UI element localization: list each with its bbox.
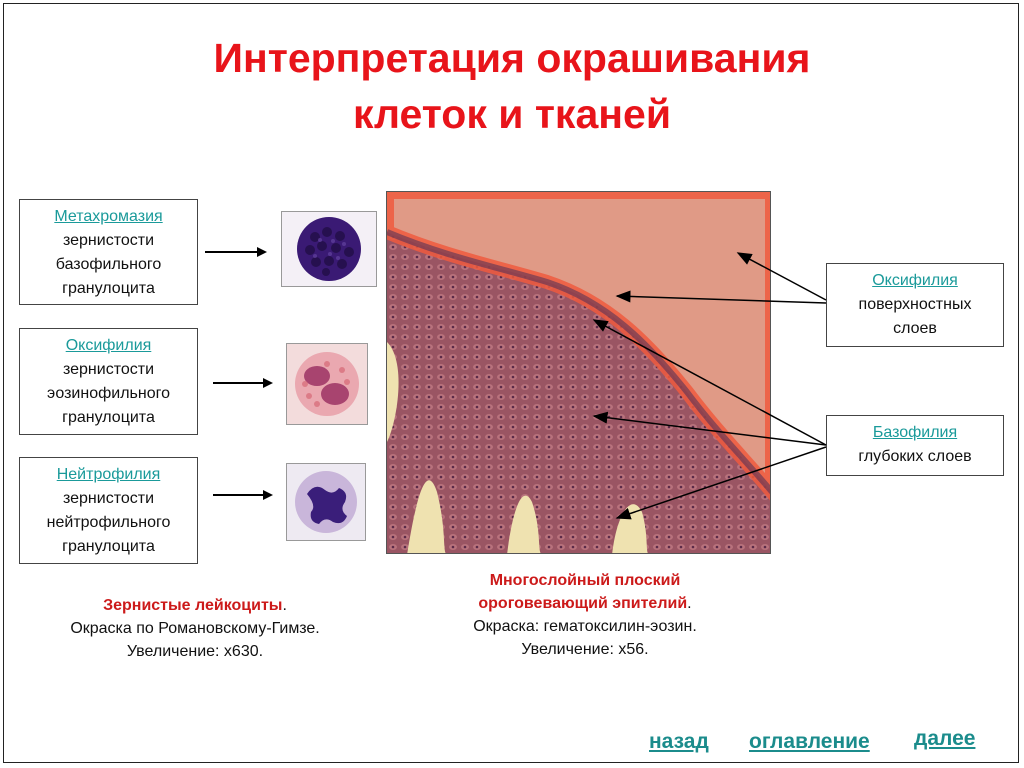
label-text: слоев [893, 320, 937, 337]
caption-stain: Окраска: гематоксилин-эозин. [473, 618, 697, 635]
metachromasia-link[interactable]: Метахромазия [54, 208, 163, 225]
label-text: глубоких слоев [858, 448, 972, 465]
label-text: нейтрофильного [46, 514, 171, 531]
label-text: гранулоцита [62, 409, 155, 426]
label-neutrophil: Нейтрофилия зернистости нейтрофильного г… [19, 457, 198, 564]
slide-frame [3, 3, 1019, 763]
caption-stain: Окраска по Романовскому-Гимзе. [70, 620, 320, 637]
label-text: поверхностных [858, 296, 972, 313]
neutrophilia-link[interactable]: Нейтрофилия [56, 466, 161, 483]
oxyphilia-link[interactable]: Оксифилия [65, 337, 152, 354]
caption-epithelium: Многослойный плоский ороговевающий эпите… [400, 569, 770, 661]
basophil-image [281, 211, 377, 287]
caption-heading: Зернистые лейкоциты [103, 597, 283, 614]
caption-heading: Многослойный плоский [489, 572, 681, 589]
nav-back-link[interactable]: назад [649, 730, 709, 753]
label-surface-layers: Оксифилия поверхностных слоев [826, 263, 1004, 347]
oxyphilia-surface-link[interactable]: Оксифилия [872, 272, 958, 289]
label-deep-layers: Базофилия глубоких слоев [826, 415, 1004, 476]
label-text: базофильного [55, 256, 162, 273]
arrow-icon [205, 247, 267, 257]
caption-leukocytes: Зернистые лейкоциты. Окраска по Романовс… [20, 594, 370, 663]
label-text: зернистости [62, 361, 155, 378]
caption-zoom: Увеличение: х56. [521, 641, 649, 658]
nav-contents-link[interactable]: оглавление [749, 730, 870, 753]
eosinophil-image [286, 343, 368, 425]
label-eosinophil: Оксифилия зернистости эозинофильного гра… [19, 328, 198, 435]
label-basophil: Метахромазия зернистости базофильного гр… [19, 199, 198, 305]
arrow-icon [213, 378, 273, 388]
neutrophil-image [286, 463, 366, 541]
title-line-2: клеток и тканей [352, 91, 672, 137]
basophilia-link[interactable]: Базофилия [872, 424, 958, 441]
title-line-1: Интерпретация окрашивания [213, 35, 811, 81]
label-text: гранулоцита [62, 538, 155, 555]
arrow-icon [213, 490, 273, 500]
nav-next-link[interactable]: далее [914, 727, 976, 750]
caption-zoom: Увеличение: х630. [126, 643, 264, 660]
epithelium-image [386, 191, 771, 554]
caption-heading: ороговевающий эпителий [478, 595, 688, 612]
label-text: эозинофильного [47, 385, 170, 402]
label-text: зернистости [62, 490, 155, 507]
slide-title: Интерпретация окрашивания клеток и ткане… [0, 30, 1024, 142]
label-text: зернистости [62, 232, 155, 249]
label-text: гранулоцита [62, 280, 155, 297]
